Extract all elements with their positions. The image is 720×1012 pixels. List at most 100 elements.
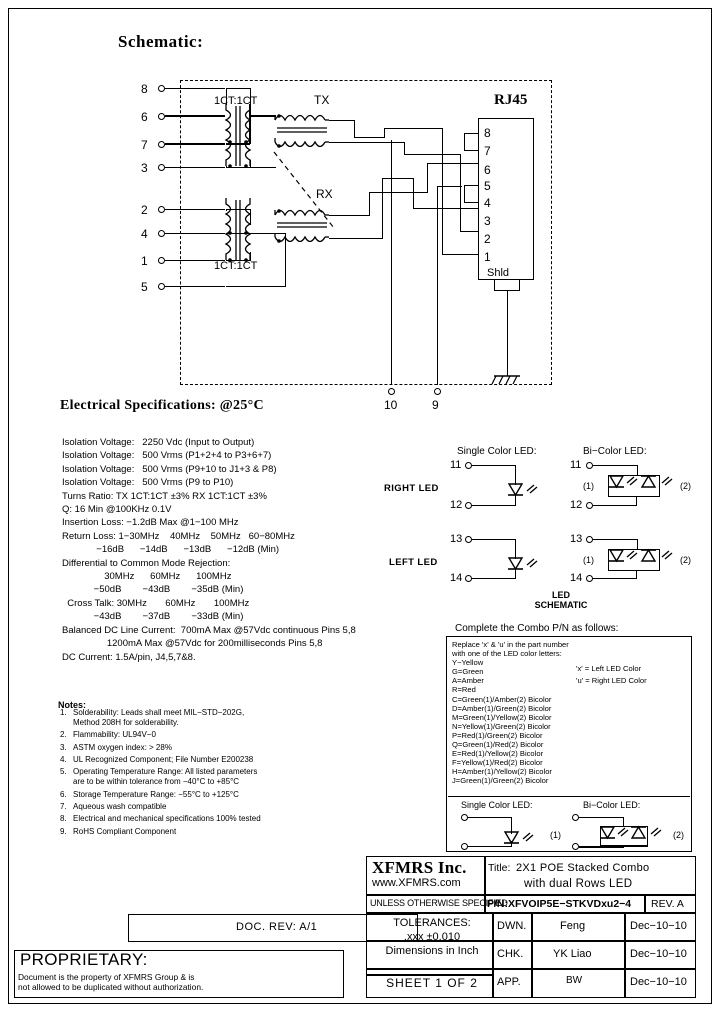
tx-label: TX [314, 93, 330, 107]
spec-line: Isolation Voltage: 500 Vrms (P9 to P10) [62, 477, 234, 489]
bicolor-marker-2-right: (2) [680, 481, 691, 491]
tolerance-line: .xxx ±0.010 [403, 931, 461, 943]
combo-code-line: R=Red [452, 685, 476, 695]
note-number: 5. [60, 767, 67, 777]
led-caption-line: SCHEMATIC [534, 600, 588, 610]
bicolor-marker-1-left: (1) [583, 555, 594, 565]
note-number: 7. [60, 801, 67, 811]
rx-label: RX [316, 187, 333, 201]
combo-intro: Replace 'x' & 'u' in the part number wit… [452, 640, 569, 659]
proprietary-line: not allowed to be duplicated without aut… [18, 982, 204, 992]
note-text: UL Recognized Component; File Number E20… [73, 754, 254, 764]
note-text: Operating Temperature Range: All listed … [73, 767, 258, 787]
note-number: 4. [60, 754, 67, 764]
product-title-line2: with dual Rows LED [524, 878, 633, 890]
chk-role: CHK. [497, 948, 524, 960]
note-text: Aqueous wash compatible [73, 801, 167, 811]
pin-label-6: 6 [141, 110, 148, 124]
note-item: 5. Operating Temperature Range: All liste… [60, 767, 390, 787]
transformer-ratio-label-tx: 1CT:1CT [214, 95, 258, 107]
dwn-name: Feng [560, 920, 586, 932]
combo-led-diode-icon [503, 831, 534, 845]
led-pin-11: 11 [450, 459, 462, 471]
proprietary-box [14, 950, 344, 998]
note-text: ASTM oxygen index: > 28% [73, 742, 172, 752]
pin-label-3: 3 [141, 161, 148, 175]
rj45-pin-1: 1 [484, 250, 491, 264]
combo-code-line: E=Red(1)/Yellow(2) Bicolor [452, 749, 544, 759]
spec-line: Differential to Common Mode Rejection: [62, 557, 231, 569]
transformer-tx-symbol [224, 104, 252, 168]
pin-terminal-9 [434, 388, 441, 395]
title-label: Title: [488, 862, 511, 874]
spec-line: Q: 16 Min @100KHz 0.1V [62, 504, 172, 516]
rj45-heading: RJ45 [494, 92, 528, 108]
app-name: BW [566, 975, 583, 986]
single-color-led-header: Single Color LED: [457, 446, 537, 457]
spec-line: Balanced DC Line Current: 700mA Max @57V… [62, 624, 356, 636]
note-number: 9. [60, 826, 67, 836]
note-text: Flammability: UL94V−0 [73, 730, 156, 740]
spec-line: Isolation Voltage: 500 Vrms (P1+2+4 to P… [62, 450, 272, 462]
led-pin-13-bicolor: 13 [570, 533, 583, 545]
coupling-dashed-line [273, 151, 335, 229]
led-terminal-14 [465, 575, 472, 582]
led-pin-14: 14 [450, 572, 463, 584]
spec-line: Return Loss: 1−30MHz 40MHz 50MHz 60−80MH… [62, 530, 295, 542]
combo-code-line: G=Green [452, 667, 484, 677]
company-logo-block: XFMRS Inc. www.XFMRS.com [372, 858, 480, 890]
pin-label-5: 5 [141, 280, 148, 294]
combo-code-line: H=Amber(1)/Yellow(2) Bicolor [452, 767, 552, 777]
combo-code-line: N=Yellow(1)/Green(2) Bicolor [452, 721, 551, 731]
pin-label-1: 1 [141, 254, 148, 268]
combo-single-led-terminal-bottom [461, 843, 468, 850]
combo-single-led-terminal-top [461, 814, 468, 821]
rj45-pin-7: 7 [484, 144, 491, 158]
note-item: 3. ASTM oxygen index: > 28% [60, 743, 390, 753]
transformer-ratio-label-rx: 1CT:1CT [214, 260, 258, 272]
unless-otherwise-specified: UNLESS OTHERWISE SPECIFIED [370, 898, 508, 908]
electrical-specifications-heading: Electrical Specifications: @25°C [60, 398, 264, 413]
combo-bicolor-marker-2: (2) [673, 830, 684, 840]
pin-label-2: 2 [141, 203, 148, 217]
combo-code-line: C=Green(1)/Amber(2) Bicolor [452, 694, 552, 704]
note-number: 3. [60, 742, 67, 752]
pin-terminal-1 [158, 257, 165, 264]
rj45-pin-8: 8 [484, 126, 491, 140]
tolerance-line: Dimensions in Inch [385, 945, 479, 957]
part-number: P/N:XFVOIP5E−STKVDxu2−4 [487, 898, 632, 910]
combo-pn-codes: Replace 'x' & 'u' in the part number wit… [452, 640, 688, 786]
note-item: 8.Electrical and mechanical specificatio… [60, 814, 390, 824]
notes-label: Notes: [58, 700, 87, 710]
spec-line: DC Current: 1.5A/pin, J4,5,7&8. [62, 651, 196, 663]
combo-code-line: P=Red(1)/Green(2) Bicolor [452, 730, 543, 740]
schematic-module-boundary [180, 80, 552, 385]
combo-pn-xu-notes: 'x' = Left LED Color'u' = Right LED Colo… [576, 663, 647, 687]
pin-terminal-8 [158, 85, 165, 92]
chk-date: Dec−10−10 [630, 948, 687, 960]
rj45-connector-body [478, 118, 534, 280]
dwn-role: DWN. [497, 920, 527, 932]
rj45-pin-4: 4 [484, 196, 491, 210]
doc-rev-text: DOC. REV: A/1 [236, 921, 318, 933]
spec-line: −43dB −37dB −33dB (Min) [62, 611, 244, 623]
note-item: 9.RoHS Compliant Component [60, 827, 390, 837]
combo-led-diode-pair-icon [599, 825, 662, 840]
spec-line: Insertion Loss: −1.2dB Max @1−100 MHz [62, 517, 239, 529]
proprietary-title: PROPRIETARY: [20, 950, 148, 969]
electrical-specifications-list: Isolation Voltage: 2250 Vdc (Input to Ou… [62, 436, 392, 664]
note-text: Solderability: Leads shall meet MIL−STD−… [73, 708, 245, 727]
note-item: 6.Storage Temperature Range: −55°C to +1… [60, 790, 390, 800]
tx-common-mode-choke [274, 114, 329, 148]
led-pin-14-bicolor: 14 [570, 572, 583, 584]
revision: REV. A [651, 898, 684, 910]
note-item: 7. Aqueous wash compatible [60, 802, 390, 812]
led-terminal-13 [465, 536, 472, 543]
notes-list: 1.Solderability: Leads shall meet MIL−ST… [60, 708, 390, 839]
led-terminal-11-bicolor [586, 462, 593, 469]
led-pin-13: 13 [450, 533, 463, 545]
spec-line: 1200mA Max @57Vdc for 200milliseconds Pi… [62, 638, 323, 650]
app-role: APP. [497, 976, 521, 988]
drawing-sheet-border [8, 8, 712, 1004]
